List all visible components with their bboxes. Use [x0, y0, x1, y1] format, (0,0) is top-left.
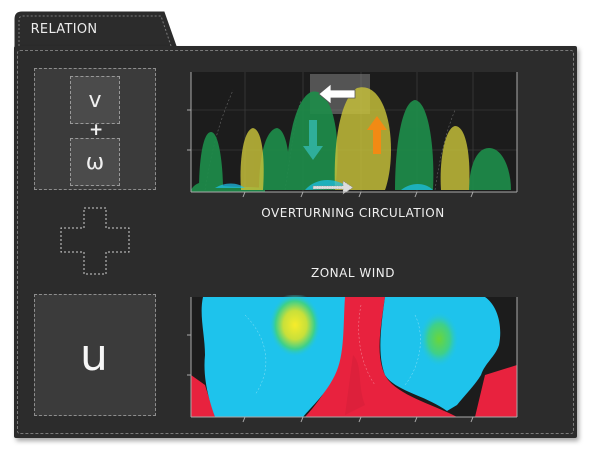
westward-arrow-icon	[318, 83, 356, 105]
overturning-plot-title: OVERTURNING CIRCULATION	[261, 206, 445, 220]
downward-arrow-icon	[303, 120, 323, 160]
u-variable-label: u	[80, 330, 108, 381]
zonal-plot-title: ZONAL WIND	[311, 266, 395, 280]
plus-operator: +	[89, 120, 104, 140]
omega-variable-label: ω	[85, 149, 105, 175]
v-variable-box: v	[70, 76, 120, 124]
tab-shape	[14, 11, 177, 47]
upward-arrow-icon	[367, 116, 387, 154]
tab-label: RELATION	[30, 22, 98, 37]
bottom-term-box	[34, 294, 156, 416]
eastward-arrow-icon	[312, 180, 354, 195]
panel-border	[17, 50, 574, 434]
relation-tab[interactable]: RELATION	[14, 11, 177, 47]
omega-variable-box: ω	[70, 138, 120, 186]
zonal-wind-plot	[187, 295, 518, 423]
overturning-circulation-plot	[187, 72, 518, 198]
v-variable-label: v	[88, 87, 102, 113]
plus-icon	[60, 207, 130, 275]
